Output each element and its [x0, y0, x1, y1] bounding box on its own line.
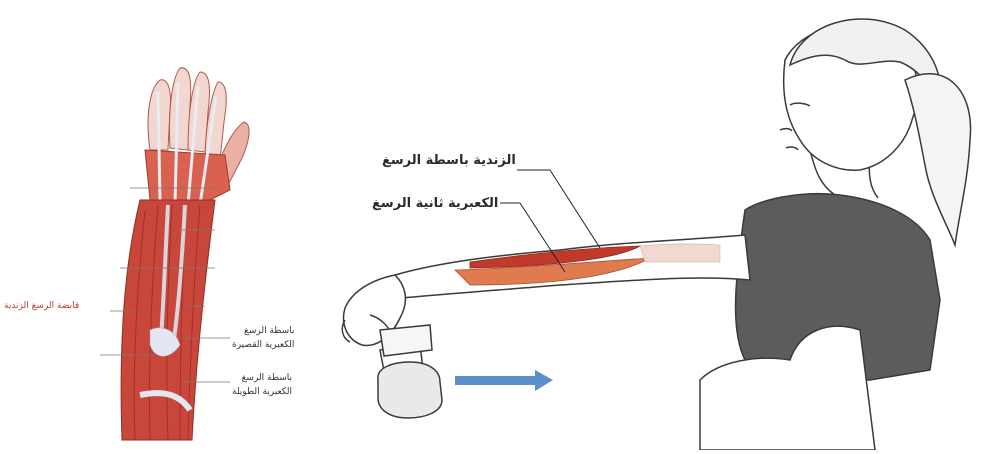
- label-extensor-carpi-radialis-brevis: الكعبرية ثانية الرسغ: [372, 196, 498, 211]
- label-ecrl: باسطة الرسغ الكعبرية الطويلة: [232, 371, 292, 399]
- forearm-anatomy-figure: [100, 68, 249, 440]
- exercise-figure: [342, 19, 970, 450]
- label-flexor-carpi-ulnaris: قابضة الرسغ الزندية: [4, 301, 79, 311]
- motion-arrow: [455, 370, 553, 391]
- label-extensor-carpi-ulnaris: الزندية باسطة الرسغ: [382, 153, 516, 168]
- label-ecrb-line2: الكعبرية القصيرة: [232, 338, 294, 352]
- label-ecrl-line1: باسطة الرسغ: [232, 371, 292, 385]
- label-ecrl-line2: الكعبرية الطويلة: [232, 385, 292, 399]
- label-ecrb: باسطة الرسغ الكعبرية القصيرة: [232, 324, 294, 352]
- label-ecrb-line1: باسطة الرسغ: [232, 324, 294, 338]
